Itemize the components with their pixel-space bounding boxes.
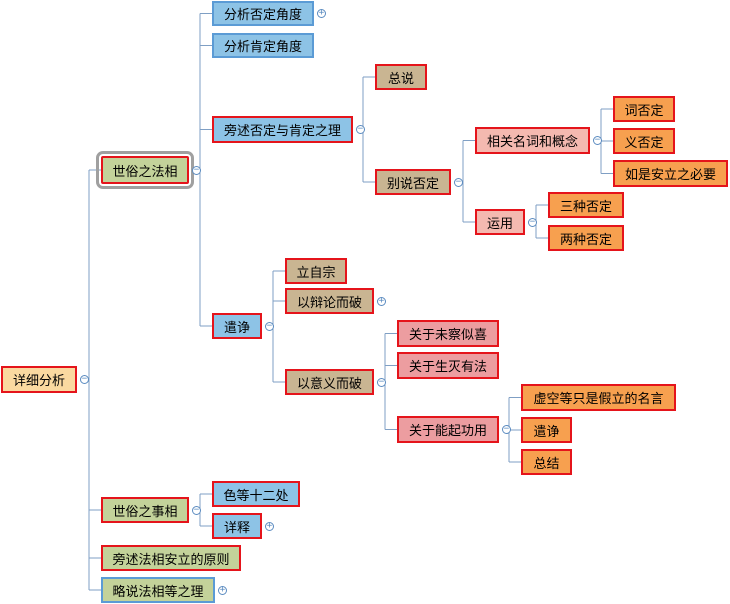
node-zongjie[interactable]: 总结: [521, 449, 572, 475]
node-xukong[interactable]: 虚空等只是假立的名言: [521, 384, 676, 411]
node-shisu-shi[interactable]: 世俗之事相: [101, 497, 189, 523]
collapse-icon[interactable]: −: [528, 216, 537, 227]
collapse-icon[interactable]: −: [502, 424, 511, 434]
node-lizizong[interactable]: 立自宗: [285, 258, 347, 284]
node-fenxi-ken[interactable]: 分析肯定角度: [212, 33, 314, 58]
node-pangshu[interactable]: 旁述否定与肯定之理: [212, 116, 353, 143]
collapse-icon[interactable]: −: [454, 176, 463, 187]
node-yiyiyi[interactable]: 以意义而破: [285, 369, 374, 395]
node-xiangshi[interactable]: 详释: [212, 513, 262, 539]
node-root[interactable]: 详细分析: [1, 366, 77, 393]
node-bieshuo[interactable]: 别说否定: [375, 169, 451, 195]
node-liangzhong[interactable]: 两种否定: [548, 225, 624, 251]
expand-icon[interactable]: +: [377, 295, 386, 306]
node-se[interactable]: 色等十二处: [212, 481, 300, 507]
collapse-icon[interactable]: −: [192, 504, 201, 515]
node-zongshuo[interactable]: 总说: [375, 64, 427, 90]
node-guanyu-neng[interactable]: 关于能起功用: [397, 416, 499, 443]
node-fenxi-fou[interactable]: 分析否定角度: [212, 1, 314, 26]
node-qianzheng[interactable]: 遣诤: [212, 313, 262, 339]
expand-icon[interactable]: +: [218, 584, 227, 595]
node-guanyu-sheng[interactable]: 关于生灭有法: [397, 352, 499, 379]
collapse-icon[interactable]: −: [80, 374, 89, 384]
node-ruhe[interactable]: 如是安立之必要: [613, 160, 728, 187]
node-yibianlun[interactable]: 以辩论而破: [285, 288, 374, 314]
collapse-icon[interactable]: −: [356, 124, 365, 134]
node-guanyu-wei[interactable]: 关于未察似喜: [397, 320, 499, 347]
node-cifouding[interactable]: 词否定: [613, 96, 675, 122]
expand-icon[interactable]: +: [317, 8, 326, 18]
collapse-icon[interactable]: −: [377, 376, 386, 387]
collapse-icon[interactable]: −: [265, 320, 274, 331]
node-qianzheng2[interactable]: 遣诤: [521, 417, 572, 443]
node-suisu[interactable]: 世俗之法相: [96, 151, 194, 189]
expand-icon[interactable]: +: [265, 520, 274, 531]
collapse-icon[interactable]: −: [192, 164, 201, 175]
node-sanzhong[interactable]: 三种否定: [548, 192, 624, 218]
node-xiangguan[interactable]: 相关名词和概念: [475, 127, 590, 154]
node-pangshu-fa[interactable]: 旁述法相安立的原则: [101, 545, 241, 571]
node-yunyong[interactable]: 运用: [475, 209, 525, 235]
collapse-icon[interactable]: −: [593, 135, 602, 145]
node-lueshuo[interactable]: 略说法相等之理: [101, 577, 215, 603]
node-yifouding[interactable]: 义否定: [613, 128, 675, 154]
